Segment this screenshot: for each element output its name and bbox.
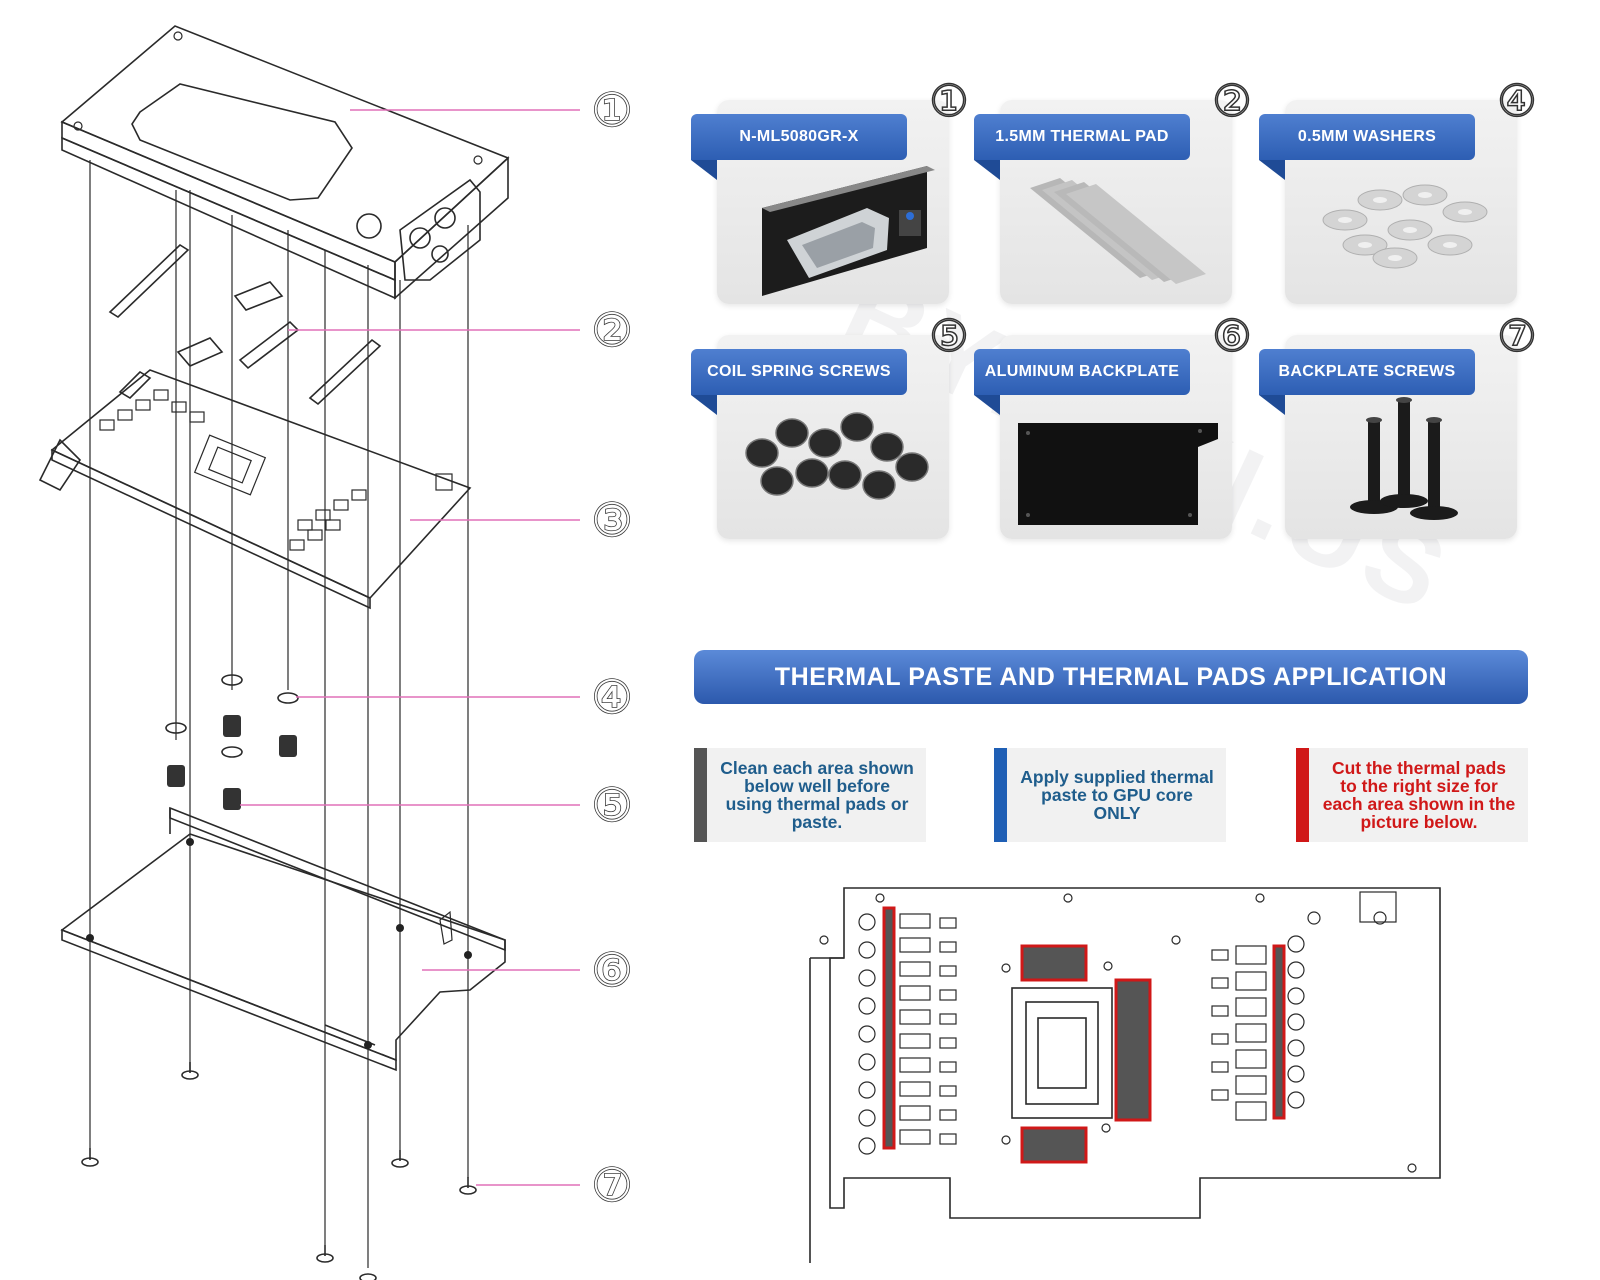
thermal-pad-memory-right — [1114, 978, 1152, 1122]
pcb-pad-map — [809, 887, 1441, 1263]
part-number: ⑥ — [1212, 310, 1253, 363]
thermal-pad-icon — [1030, 178, 1206, 284]
callout-5: ⑤ — [591, 778, 632, 832]
thermal-pad-memory-bottom — [1020, 1126, 1088, 1164]
backplate-icon — [1018, 423, 1218, 525]
note-pads: Cut the thermal pads to the right size f… — [1296, 748, 1528, 842]
part-label: COIL SPRING SCREWS — [691, 349, 907, 415]
backplate-part — [60, 806, 506, 1072]
vrm-right — [1211, 935, 1305, 1121]
exploded-view-diagram: ① ② ③ ④ ⑤ ⑥ ⑦ — [38, 25, 634, 1280]
svg-text:①: ① — [929, 76, 968, 127]
callout-2: ② — [591, 303, 632, 357]
mounting-holes — [819, 893, 1417, 1173]
part-card-spring-screws: COIL SPRING SCREWS ⑤ — [691, 310, 969, 539]
svg-text:⑦: ⑦ — [1497, 311, 1536, 362]
callout-numbers: ① ② ③ ④ ⑤ ⑥ ⑦ — [591, 82, 634, 1213]
thermal-pad-memory-top — [1020, 944, 1088, 982]
thermal-pad-vrm-left — [882, 906, 896, 1150]
part-label: ALUMINUM BACKPLATE — [974, 349, 1190, 415]
thermal-pads-part — [108, 243, 382, 406]
part-number: ④ — [1497, 75, 1538, 128]
note-bar — [994, 748, 1007, 842]
part-number: ⑦ — [1497, 310, 1538, 363]
screws-part — [81, 1062, 477, 1280]
part-label: N-ML5080GR-X — [691, 114, 907, 180]
part-number: ② — [1212, 75, 1253, 128]
part-card-thermal-pad: 1.5MM THERMAL PAD ② — [974, 75, 1252, 304]
part-card-backplate: ALUMINUM BACKPLATE ⑥ — [974, 310, 1252, 539]
water-block-icon — [762, 166, 935, 296]
callout-6: ⑥ — [591, 943, 632, 997]
svg-text:⑤: ⑤ — [929, 311, 968, 362]
note-text: Cut the thermal pads to the right size f… — [1322, 758, 1516, 832]
washers-icon — [1322, 184, 1488, 269]
part-card-backplate-screws: BACKPLATE SCREWS ⑦ — [1259, 310, 1537, 539]
water-block-part — [60, 25, 510, 300]
part-number: ① — [929, 75, 970, 128]
pcb-part — [38, 369, 472, 610]
application-banner: THERMAL PASTE AND THERMAL PADS APPLICATI… — [694, 650, 1528, 704]
note-bar — [1296, 748, 1309, 842]
note-bar — [694, 748, 707, 842]
part-label: 0.5MM WASHERS — [1259, 114, 1475, 180]
part-label: 1.5MM THERMAL PAD — [974, 114, 1190, 180]
backplate-screws-icon — [1350, 397, 1458, 520]
thermal-pad-vrm-right — [1272, 944, 1286, 1120]
callout-1: ① — [591, 83, 632, 137]
note-text: Clean each area shown below well before … — [720, 758, 914, 832]
callout-7: ⑦ — [591, 1158, 632, 1212]
svg-text:②: ② — [1212, 76, 1251, 127]
vrm-left — [858, 913, 957, 1155]
washers-springs-part — [165, 674, 299, 810]
leader-lines — [240, 109, 580, 1186]
callout-3: ③ — [591, 493, 632, 547]
assembly-lines — [89, 160, 469, 1268]
callout-4: ④ — [591, 670, 632, 724]
part-card-water-block: N-ML5080GR-X ① — [691, 75, 969, 304]
gpu-core — [1011, 987, 1113, 1119]
note-clean: Clean each area shown below well before … — [694, 748, 926, 842]
spring-screws-icon — [745, 412, 929, 500]
note-paste: Apply supplied thermal paste to GPU core… — [994, 748, 1226, 842]
svg-text:⑥: ⑥ — [1212, 311, 1251, 362]
part-label: BACKPLATE SCREWS — [1259, 349, 1475, 415]
part-card-washers: 0.5MM WASHERS ④ — [1259, 75, 1537, 304]
svg-text:④: ④ — [1497, 76, 1536, 127]
part-number: ⑤ — [929, 310, 970, 363]
note-text: Apply supplied thermal paste to GPU core… — [1020, 767, 1214, 823]
